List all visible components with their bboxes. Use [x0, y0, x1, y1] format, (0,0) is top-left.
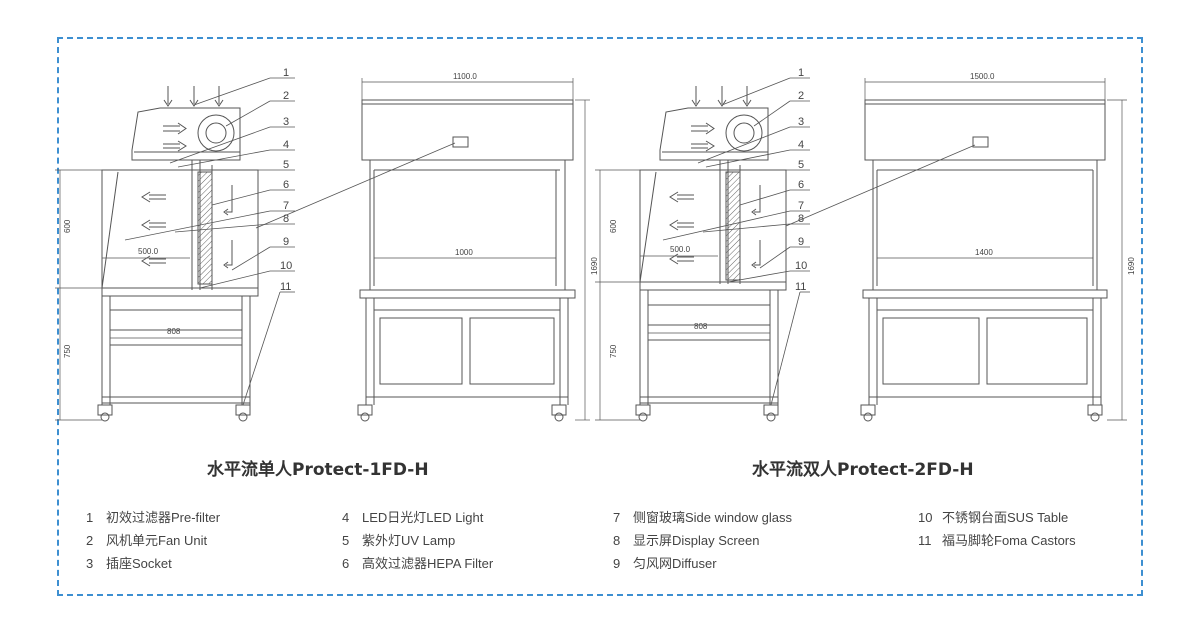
legend-number: 10	[918, 510, 933, 525]
callout-11: 11	[795, 281, 806, 293]
double-front-view	[860, 78, 1127, 422]
callout-5: 5	[798, 159, 804, 171]
legend-label: 风机单元Fan Unit	[106, 533, 208, 548]
legend-label: 显示屏Display Screen	[633, 533, 760, 548]
legend-number: 1	[86, 510, 94, 525]
double-dim-table-height: 750	[609, 344, 618, 358]
legend-item: 10 不锈钢台面SUS Table	[918, 509, 1076, 532]
callout-8: 8	[798, 213, 804, 225]
legend-item: 5 紫外灯UV Lamp	[342, 532, 493, 555]
legend-item: 9 匀风网Diffuser	[613, 555, 792, 578]
single-front-view	[357, 78, 590, 422]
legend-item: 2 风机单元Fan Unit	[86, 532, 220, 555]
single-dim-table-height: 750	[63, 344, 72, 358]
legend-number: 8	[613, 533, 621, 548]
single-dim-table-depth: 808	[167, 327, 181, 336]
legend-label: 高效过滤器HEPA Filter	[362, 556, 494, 571]
airflow-down-arrows-2	[691, 86, 752, 107]
legend-item: 3 插座Socket	[86, 555, 220, 578]
airflow-down-arrows	[163, 86, 224, 107]
legend-label: 福马脚轮Foma Castors	[942, 533, 1076, 548]
callout-7: 7	[283, 200, 289, 212]
single-model-title: 水平流单人Protect-1FD-H	[207, 460, 429, 480]
double-callout-numbers: 1 2 3 4 5 6 7 8 9 10 11	[795, 67, 807, 293]
callout-10: 10	[280, 260, 292, 272]
callout-11: 11	[280, 281, 291, 293]
legend-column-1: 1 初效过滤器Pre-filter 2 风机单元Fan Unit 3 插座Socket	[86, 509, 220, 578]
single-dim-cabinet-height: 600	[63, 219, 72, 233]
double-dim-front-width: 1500.0	[970, 72, 995, 81]
legend-item: 4 LED日光灯LED Light	[342, 509, 493, 532]
single-dim-inner-width: 1000	[455, 248, 473, 257]
dashed-border-frame	[57, 37, 1143, 596]
legend-number: 5	[342, 533, 350, 548]
legend-item: 8 显示屏Display Screen	[613, 532, 792, 555]
single-dim-depth: 500.0	[138, 247, 159, 256]
callout-3: 3	[798, 116, 804, 128]
legend-column-3: 7 侧窗玻璃Side window glass 8 显示屏Display Scree…	[613, 509, 792, 578]
legend-number: 3	[86, 556, 94, 571]
legend-label: 不锈钢台面SUS Table	[942, 510, 1069, 525]
callout-8: 8	[283, 213, 289, 225]
double-dim-depth: 500.0	[670, 245, 691, 254]
legend-number: 2	[86, 533, 94, 548]
callout-10: 10	[795, 260, 807, 272]
single-callout-leaders	[124, 77, 456, 406]
double-dim-cabinet-height: 600	[609, 219, 618, 233]
callout-9: 9	[283, 236, 289, 248]
legend-label: 侧窗玻璃Side window glass	[633, 510, 792, 525]
callout-1: 1	[798, 67, 804, 79]
single-callout-numbers: 1 2 3 4 5 6 7 8 9 10 11	[280, 67, 292, 293]
legend-number: 11	[918, 533, 932, 548]
legend-number: 6	[342, 556, 350, 571]
double-side-view	[595, 86, 787, 422]
legend-label: LED日光灯LED Light	[362, 510, 484, 525]
callout-9: 9	[798, 236, 804, 248]
legend-label: 匀风网Diffuser	[633, 556, 717, 571]
callout-2: 2	[283, 90, 289, 102]
callout-2: 2	[798, 90, 804, 102]
single-dim-front-width: 1100.0	[453, 72, 477, 81]
legend-item: 1 初效过滤器Pre-filter	[86, 509, 220, 532]
double-dim-total-height: 1690	[1127, 257, 1136, 275]
legend-item: 6 高效过滤器HEPA Filter	[342, 555, 493, 578]
double-model-title: 水平流双人Protect-2FD-H	[752, 460, 974, 480]
double-callout-leaders	[662, 77, 976, 406]
double-dim-table-depth: 808	[694, 322, 708, 331]
single-dim-total-height: 1690	[590, 257, 599, 275]
legend-number: 4	[342, 510, 350, 525]
legend-number: 9	[613, 556, 621, 571]
callout-4: 4	[798, 139, 804, 151]
callout-6: 6	[283, 179, 289, 191]
legend-number: 7	[613, 510, 621, 525]
double-dim-inner-width: 1400	[975, 248, 993, 257]
legend-label: 插座Socket	[106, 556, 172, 571]
legend-label: 紫外灯UV Lamp	[362, 533, 456, 548]
legend-item: 7 侧窗玻璃Side window glass	[613, 509, 792, 532]
callout-7: 7	[798, 200, 804, 212]
callout-5: 5	[283, 159, 289, 171]
legend-column-4: 10 不锈钢台面SUS Table 11 福马脚轮Foma Castors	[918, 509, 1076, 555]
legend-label: 初效过滤器Pre-filter	[106, 510, 221, 525]
callout-4: 4	[283, 139, 289, 151]
legend-column-2: 4 LED日光灯LED Light 5 紫外灯UV Lamp 6 高效过滤器HEPA …	[342, 509, 493, 578]
legend-item: 11 福马脚轮Foma Castors	[918, 532, 1076, 555]
callout-1: 1	[283, 67, 289, 79]
callout-3: 3	[283, 116, 289, 128]
callout-6: 6	[798, 179, 804, 191]
